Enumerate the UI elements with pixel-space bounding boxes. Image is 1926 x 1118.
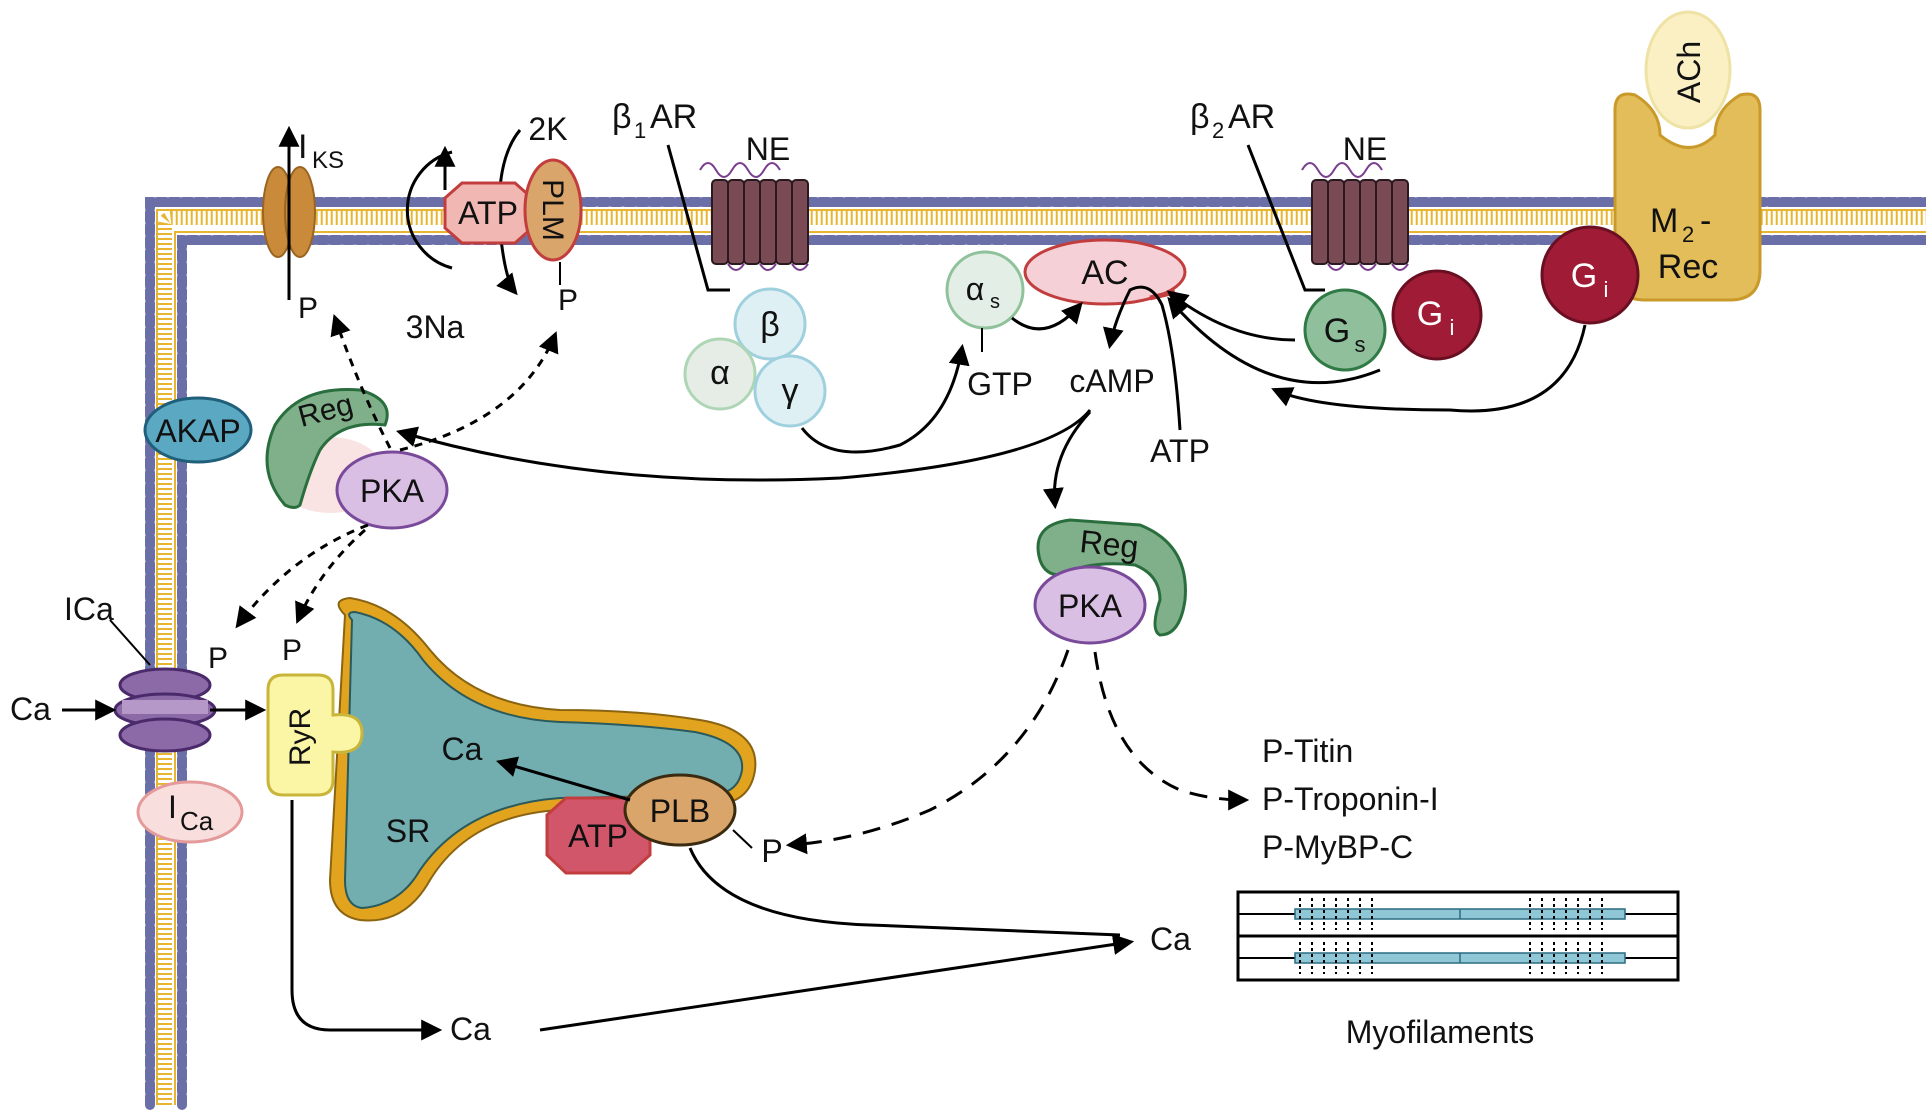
- m2rec-label-dash: -: [1700, 202, 1711, 240]
- alpha-s-label: α: [966, 271, 985, 307]
- iks-subscript: KS: [312, 147, 344, 174]
- plm-label: PLM: [536, 179, 569, 241]
- ica-bottom-label: I: [168, 789, 177, 825]
- alpha-subunit: [683, 337, 757, 411]
- ryr-channel: [266, 673, 364, 797]
- target-troponin-i: P-Troponin-I: [1262, 781, 1439, 817]
- myofilaments: Myofilaments: [1236, 890, 1680, 1050]
- pathway-arrows: [290, 285, 1587, 1041]
- beta2ar-beta: β: [1190, 98, 1210, 136]
- pka-target-arrows: [785, 649, 1250, 855]
- plm-shape: [523, 158, 583, 262]
- ica-bottom-sub: Ca: [180, 806, 214, 836]
- myofilaments-label: Myofilaments: [1346, 1014, 1535, 1050]
- plb-shape: [623, 773, 737, 847]
- gi-protein-2: [1540, 225, 1640, 325]
- m2rec-label-rec: Rec: [1658, 248, 1718, 286]
- gi-label-2: G: [1571, 257, 1597, 295]
- plb-label: PLB: [650, 793, 710, 829]
- alpha-s-subunit: [945, 250, 1025, 330]
- pka-targets-list: P-Titin P-Troponin-I P-MyBP-C: [1262, 733, 1439, 865]
- ac-label: AC: [1081, 254, 1128, 292]
- gtp-label: GTP: [967, 366, 1033, 402]
- ne-label-1: NE: [746, 131, 790, 167]
- m2rec-label-m: M: [1650, 202, 1678, 240]
- ca-extracellular-label: Ca: [10, 691, 51, 727]
- gi-sub-2: i: [1604, 277, 1609, 302]
- ryr-phospho-label: P: [282, 634, 302, 667]
- ca-sr-label: Ca: [442, 731, 483, 767]
- plm-phospho-label: P: [558, 284, 578, 317]
- gs-protein: [1303, 288, 1387, 372]
- gi-sub-1: i: [1450, 315, 1455, 340]
- gi-label-1: G: [1417, 295, 1443, 333]
- ach-ligand: [1644, 10, 1732, 130]
- beta1ar-ar: AR: [650, 98, 697, 136]
- plb-phospho-label: P: [761, 833, 782, 869]
- sarcoplasmic-reticulum: SR Ca RyR P ATP PLB P: [266, 596, 783, 922]
- l-type-calcium-channel: ICa Ca P I Ca: [10, 591, 267, 844]
- reg-subunit-1: [265, 387, 389, 509]
- adenylyl-cyclase-complex: AC α s GTP cAMP ATP: [945, 238, 1210, 469]
- iks-channel: I KS P: [262, 125, 344, 325]
- beta2ar-sub: 2: [1212, 118, 1224, 143]
- phosphorylation-arrows: [235, 314, 559, 629]
- ne-label-2: NE: [1343, 131, 1387, 167]
- gamma-subunit: [753, 354, 827, 428]
- two-k-label: 2K: [528, 111, 567, 147]
- pka-1: [335, 450, 449, 530]
- ca-cytosol-label: Ca: [450, 1011, 491, 1047]
- pka-label-1: PKA: [360, 473, 425, 509]
- gs-label: G: [1324, 312, 1350, 350]
- serca-atp-shape: [545, 796, 652, 875]
- ica-top-label: ICa: [64, 591, 114, 627]
- target-mybpc: P-MyBP-C: [1262, 829, 1413, 865]
- alpha-s-sub: s: [990, 291, 1000, 313]
- beta1ar-beta: β: [612, 98, 632, 136]
- gi-protein-1: [1391, 269, 1483, 361]
- ryr-label: RyR: [284, 708, 317, 766]
- beta2-receptor-helices: [1311, 179, 1409, 271]
- beta2-adrenergic-receptor: β 2 AR NE G s G i: [1190, 98, 1483, 372]
- ica-oval: [136, 780, 244, 844]
- gs-sub: s: [1355, 332, 1366, 357]
- m2-muscarinic-receptor: ACh M 2 - Rec G i: [1540, 10, 1762, 325]
- alpha-subunit-label: α: [710, 354, 730, 392]
- m2-receptor-shape: [1613, 92, 1762, 302]
- akap-shape: [143, 396, 253, 464]
- beta1-receptor-helices: [711, 179, 809, 271]
- ca-myofilament-label: Ca: [1150, 921, 1191, 957]
- beta1ar-sub: 1: [634, 118, 646, 143]
- akap-pka-complex: AKAP Reg PKA: [143, 387, 449, 530]
- na-k-atpase: ATP PLM 2K 3Na P: [406, 111, 583, 345]
- three-na-label: 3Na: [406, 309, 465, 345]
- beta2ar-ar: AR: [1228, 98, 1275, 136]
- akap-label: AKAP: [155, 413, 240, 449]
- atp-pump-label: ATP: [458, 195, 518, 231]
- gamma-subunit-label: γ: [782, 372, 799, 410]
- iks-label: I: [298, 128, 307, 166]
- beta-subunit-label: β: [760, 306, 780, 344]
- beta-subunit: [733, 287, 807, 361]
- ca-channel-phospho-label: P: [208, 642, 228, 675]
- m2rec-label-sub: 2: [1682, 222, 1694, 247]
- pka-2: [1033, 565, 1147, 645]
- iks-phospho-label: P: [298, 292, 318, 325]
- beta1-adrenergic-receptor: β 1 AR NE β α γ: [612, 98, 827, 428]
- pka-label-2: PKA: [1058, 588, 1123, 624]
- reg-label-2: Reg: [1078, 523, 1140, 565]
- ach-label: ACh: [1671, 41, 1707, 103]
- reg-pka-complex: Reg PKA: [1033, 518, 1187, 645]
- sr-label: SR: [386, 813, 430, 849]
- camp-label: cAMP: [1069, 363, 1154, 399]
- target-titin: P-Titin: [1262, 733, 1353, 769]
- sr-lumen: [343, 610, 744, 910]
- atp-substrate-label: ATP: [1150, 433, 1210, 469]
- serca-atp-label: ATP: [568, 818, 628, 854]
